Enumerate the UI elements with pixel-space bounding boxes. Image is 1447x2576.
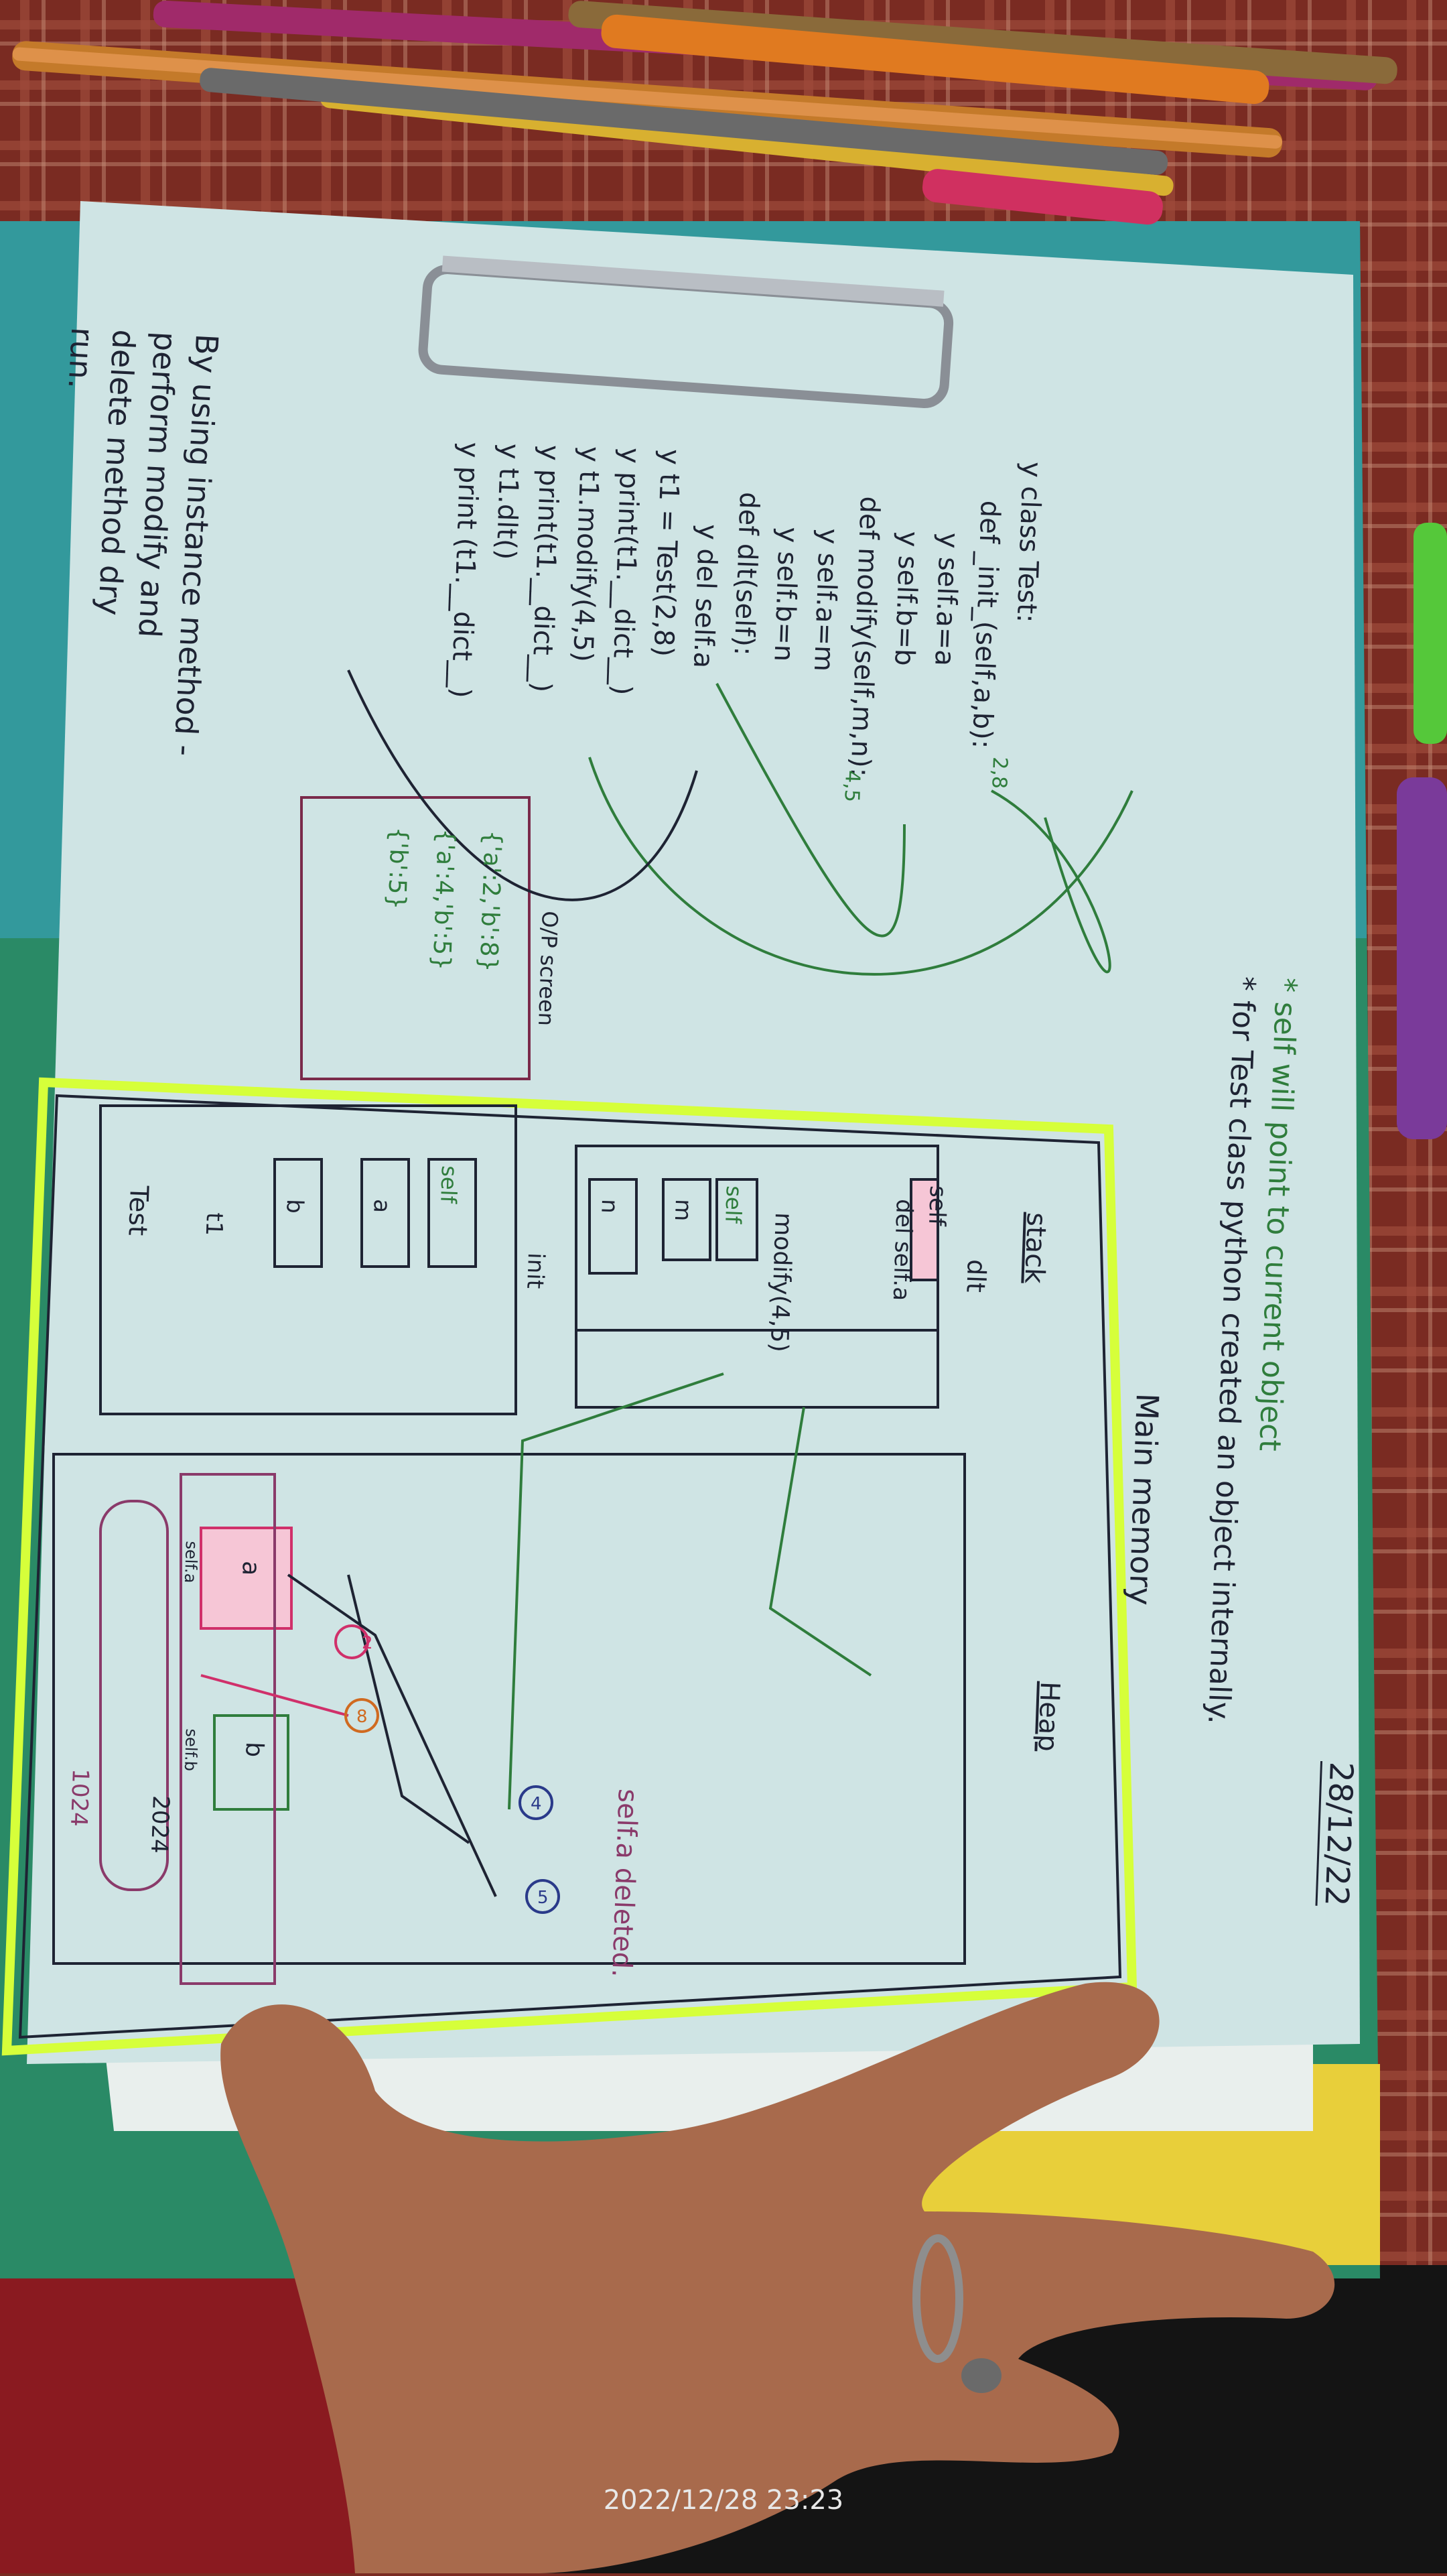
output-box [300, 796, 531, 1080]
photo-timestamp: 2022/12/28 23:23 [603, 2485, 844, 2516]
value-4: 4 [531, 1794, 542, 1814]
ring [961, 2358, 1002, 2393]
value-2: 2 [362, 1633, 373, 1653]
stack-cell-a [360, 1158, 410, 1268]
stack-cell-self-modify [715, 1178, 758, 1261]
purple-object [1397, 777, 1447, 1139]
stack-cell-n [588, 1178, 638, 1275]
ring-band [912, 2234, 963, 2363]
memory-frame [18, 1094, 1122, 2039]
heap-object-2024 [180, 1473, 276, 1985]
arrows [200, 669, 1133, 1897]
green-clip-object [1414, 523, 1447, 744]
heap-object-1024 [99, 1500, 169, 1891]
stack-cell-self-dlt [910, 1178, 939, 1281]
clipboard-clip [418, 255, 954, 409]
stack-cell-self-init [427, 1158, 477, 1268]
init-frame [99, 1104, 517, 1415]
memory-boxes [52, 796, 966, 1985]
paper-sheet [27, 201, 1360, 2064]
hand [220, 1982, 1335, 2573]
value-5: 5 [537, 1888, 549, 1908]
heap-box-b-stack [273, 1158, 323, 1268]
heap-cell-b [213, 1714, 289, 1811]
stack-cell-m [662, 1178, 711, 1261]
value-circles [334, 1624, 560, 1914]
value-8: 8 [356, 1707, 368, 1727]
heap-cell-a [200, 1527, 293, 1630]
pens [12, 0, 1397, 225]
heap-region [52, 1453, 966, 1965]
